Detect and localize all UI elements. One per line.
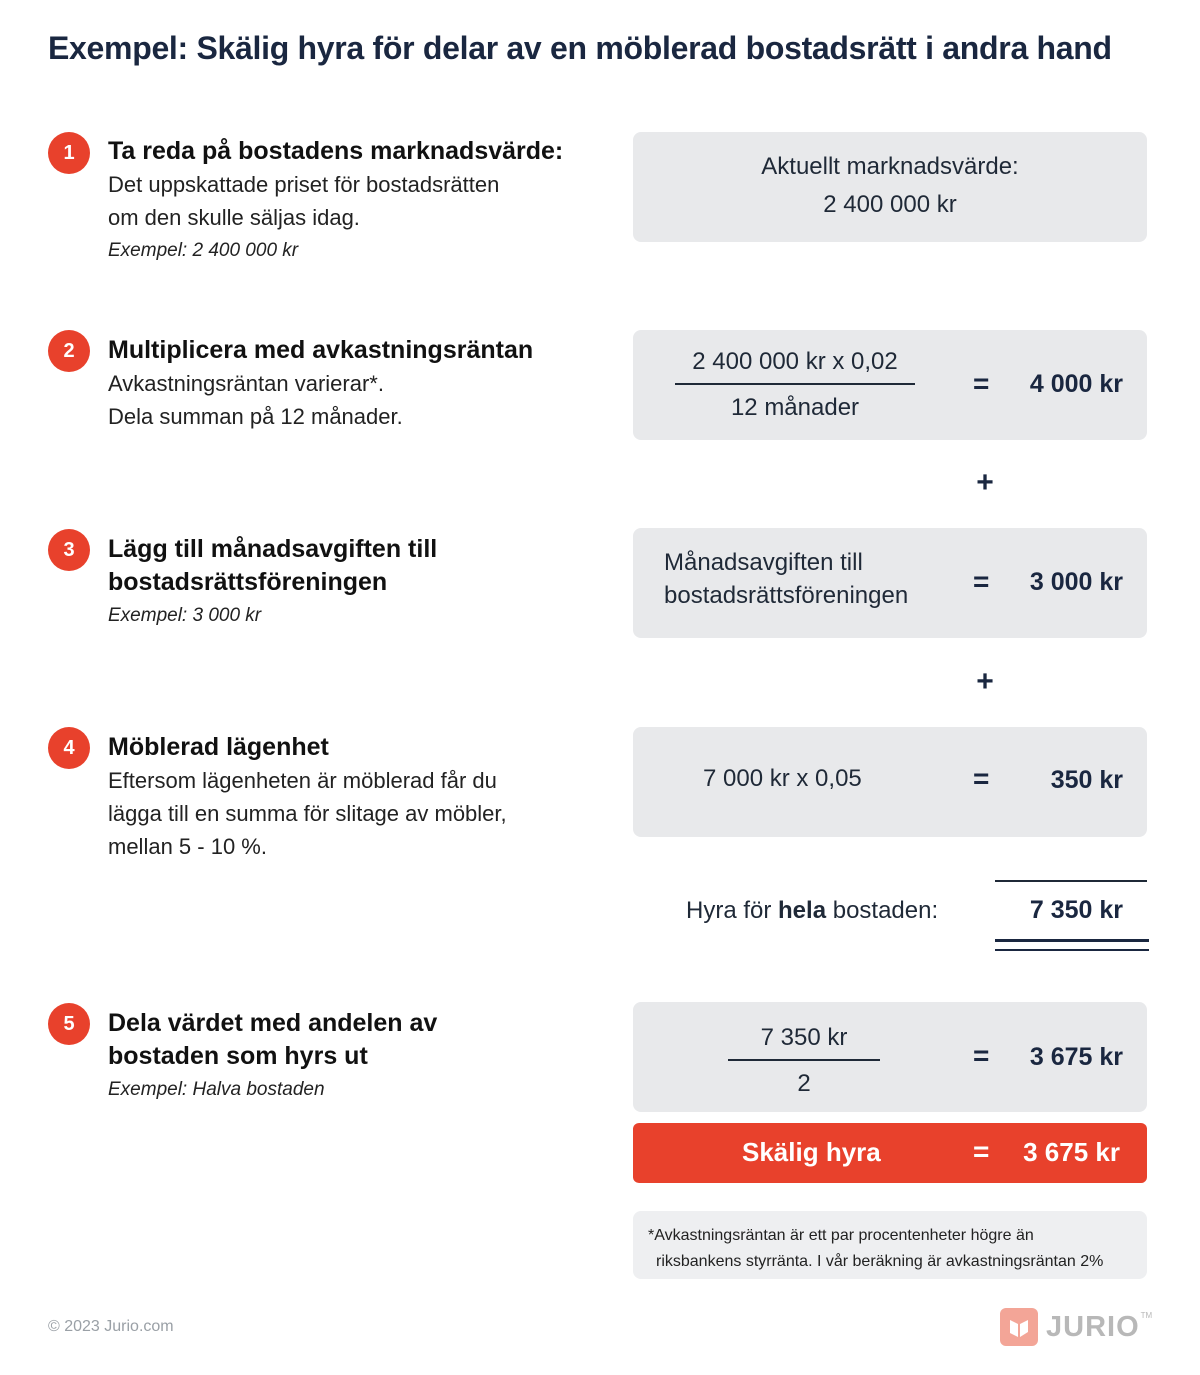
share-calc-box: 7 350 kr 2 = 3 675 kr <box>633 1002 1147 1112</box>
share-fraction: 7 350 kr 2 <box>728 1025 880 1097</box>
fair-rent-value: 3 675 kr <box>1023 1137 1120 1167</box>
step-3-heading-line-2: bostadsrättsföreningen <box>108 568 388 596</box>
total-label-prefix: Hyra för <box>686 897 779 924</box>
monthly-fee-equals: = <box>973 566 990 597</box>
step-4-desc-line-2: lägga till en summa för slitage av möble… <box>108 801 507 826</box>
step-4-desc-line-3: mellan 5 - 10 %. <box>108 834 267 859</box>
step-5-heading-line-2: bostaden som hyrs ut <box>108 1042 368 1070</box>
step-1-desc-line-1: Det uppskattade priset för bostadsrätten <box>108 172 500 197</box>
step-number-5: 5 <box>48 1003 90 1045</box>
step-2-desc-line-1: Avkastningsräntan varierar*. <box>108 371 384 396</box>
step-1-desc-line-2: om den skulle säljas idag. <box>108 205 360 230</box>
fair-rent-box: Skälig hyra = 3 675 kr <box>633 1123 1147 1183</box>
jurio-logo[interactable]: JURIO TM <box>1000 1308 1152 1346</box>
step-4-text: Möblerad lägenhet Eftersom lägenheten är… <box>108 731 608 863</box>
step-number-2: 2 <box>48 330 90 372</box>
share-equals: = <box>973 1040 990 1071</box>
step-3-heading-line-1: Lägg till månadsavgiften till <box>108 535 438 563</box>
step-3-example: Exempel: 3 000 kr <box>108 605 262 626</box>
step-number-1: 1 <box>48 132 90 174</box>
yield-result: 4 000 kr <box>1029 370 1123 398</box>
monthly-fee-result: 3 000 kr <box>1029 568 1123 596</box>
step-4-heading: Möblerad lägenhet <box>108 733 329 761</box>
market-value-label: Aktuellt marknadsvärde: <box>761 153 1019 180</box>
total-double-line-1 <box>995 939 1149 942</box>
jurio-logo-icon <box>1000 1308 1038 1346</box>
footnote-line-1: *Avkastningsräntan är ett par procentenh… <box>648 1227 1034 1244</box>
share-denominator: 2 <box>797 1070 811 1097</box>
furniture-expr: 7 000 kr x 0,05 <box>703 765 862 792</box>
fair-rent-equals: = <box>973 1136 990 1167</box>
furniture-equals: = <box>973 763 990 794</box>
jurio-logo-word: JURIO <box>1046 1310 1140 1343</box>
step-2-desc-line-2: Dela summan på 12 månader. <box>108 404 403 429</box>
total-label-suffix: bostaden: <box>826 897 939 924</box>
step-5-heading-line-1: Dela värdet med andelen av <box>108 1009 438 1037</box>
plus-sign-1: + <box>976 466 994 499</box>
total-label-bold: hela <box>778 897 827 924</box>
step-3-text: Lägg till månadsavgiften till bostadsrät… <box>108 533 608 633</box>
monthly-fee-label-line-2: bostadsrättsföreningen <box>664 582 909 609</box>
market-value-box: Aktuellt marknadsvärde: 2 400 000 kr <box>633 132 1147 242</box>
jurio-logo-tm: TM <box>1140 1310 1153 1320</box>
monthly-fee-label-line-1: Månadsavgiften till <box>664 549 863 576</box>
page-title: Exempel: Skälig hyra för delar av en möb… <box>48 30 1112 66</box>
footnote: *Avkastningsräntan är ett par procentenh… <box>633 1211 1147 1279</box>
monthly-fee-box: Månadsavgiften till bostadsrättsförening… <box>633 528 1147 638</box>
share-numerator: 7 350 kr <box>728 1025 880 1061</box>
step-1-heading: Ta reda på bostadens marknadsvärde: <box>108 137 564 165</box>
step-1-text: Ta reda på bostadens marknadsvärde: Det … <box>108 135 608 268</box>
copyright: © 2023 Jurio.com <box>48 1318 174 1335</box>
step-5-text: Dela värdet med andelen av bostaden som … <box>108 1007 608 1107</box>
yield-equals: = <box>973 368 990 399</box>
step-2-heading: Multiplicera med avkastningsräntan <box>108 336 534 364</box>
yield-calc-box: 2 400 000 kr x 0,02 12 månader = 4 000 k… <box>633 330 1147 440</box>
yield-numerator: 2 400 000 kr x 0,02 <box>675 349 915 385</box>
monthly-fee-label: Månadsavgiften till bostadsrättsförening… <box>664 546 908 612</box>
market-value-amount: 2 400 000 kr <box>823 191 957 218</box>
furniture-result: 350 kr <box>1050 766 1123 794</box>
plus-sign-2: + <box>976 665 994 698</box>
yield-fraction: 2 400 000 kr x 0,02 12 månader <box>675 349 915 421</box>
furniture-box: 7 000 kr x 0,05 = 350 kr <box>633 727 1147 837</box>
step-2-text: Multiplicera med avkastningsräntan Avkas… <box>108 334 608 433</box>
yield-denominator: 12 månader <box>730 394 860 421</box>
total-value: 7 350 kr <box>1029 896 1123 924</box>
step-number-3: 3 <box>48 529 90 571</box>
step-4-desc-line-1: Eftersom lägenheten är möblerad får du <box>108 768 497 793</box>
total-line-top <box>995 880 1147 882</box>
share-result: 3 675 kr <box>1029 1043 1123 1071</box>
step-number-4: 4 <box>48 727 90 769</box>
footnote-line-2: riksbankens styrränta. I vår beräkning ä… <box>656 1253 1104 1270</box>
total-double-line-2 <box>995 949 1149 951</box>
fair-rent-label: Skälig hyra <box>742 1137 881 1167</box>
total-label: Hyra för hela bostaden: <box>686 897 938 925</box>
step-5-example: Exempel: Halva bostaden <box>108 1079 325 1100</box>
step-1-example: Exempel: 2 400 000 kr <box>108 240 299 261</box>
